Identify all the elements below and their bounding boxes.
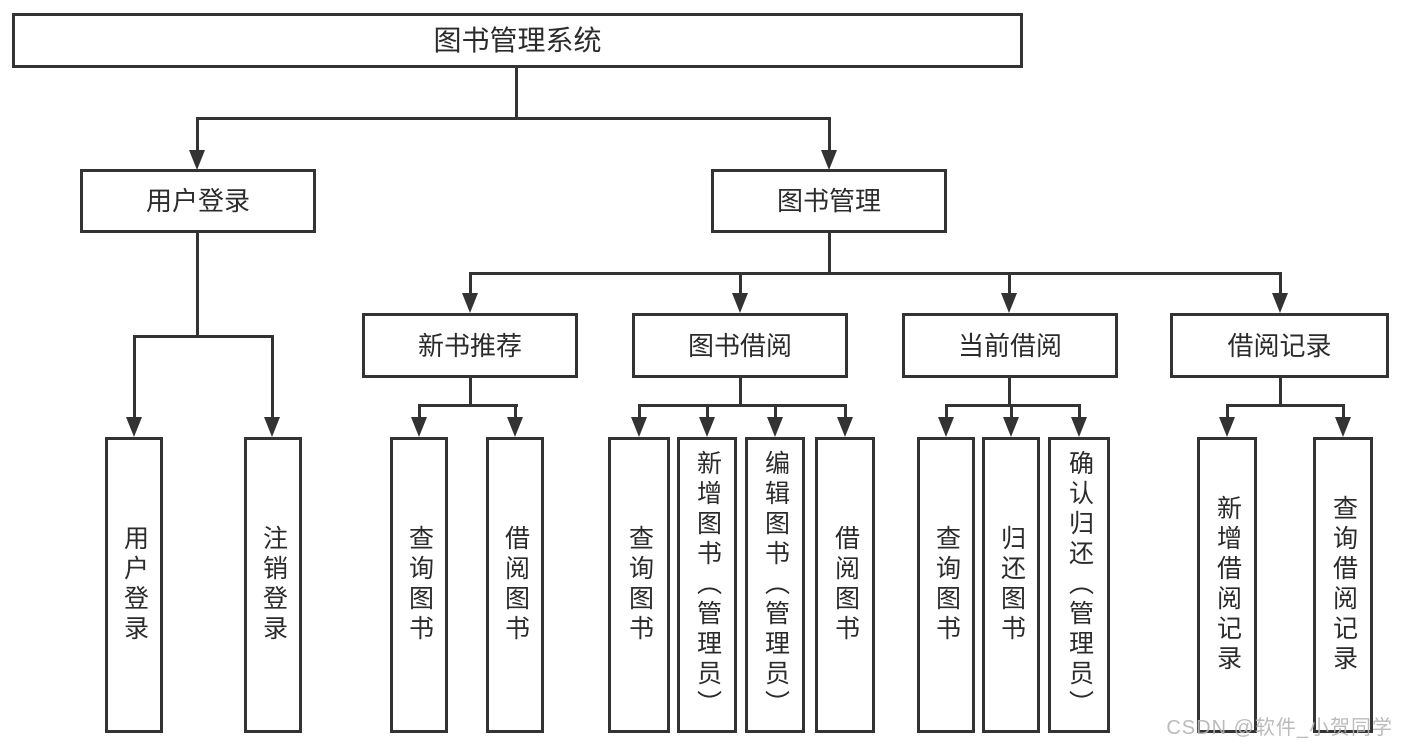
- node-borrow-record: 借阅记录: [1170, 313, 1389, 378]
- leaf-user-login: 用户登录: [105, 437, 163, 733]
- connector-line: [1341, 404, 1345, 418]
- leaf-add-books-admin: 新增图书（管理员）: [677, 437, 737, 733]
- connector-line: [637, 404, 641, 418]
- arrow-down-icon: [462, 293, 478, 313]
- node-user-login: 用户登录: [80, 169, 316, 233]
- arrow-down-icon: [507, 417, 523, 437]
- node-book-borrow: 图书借阅: [632, 313, 848, 378]
- connector-line: [195, 117, 199, 151]
- node-label: 图书借阅: [687, 330, 792, 361]
- node-label: 借阅图书: [501, 525, 530, 645]
- connector-line: [827, 233, 831, 275]
- connector-line: [773, 404, 777, 418]
- node-label: 注销登录: [259, 525, 288, 645]
- arrow-down-icon: [837, 417, 853, 437]
- leaf-borrow-books-2: 借阅图书: [815, 437, 875, 733]
- arrow-down-icon: [1003, 417, 1019, 437]
- connector-line: [417, 404, 518, 407]
- node-label: 查询图书: [932, 525, 961, 645]
- node-book-management: 图书管理: [711, 169, 947, 233]
- connector-line: [417, 404, 421, 418]
- node-label: 编辑图书（管理员）: [761, 450, 790, 720]
- connector-line: [738, 378, 742, 407]
- leaf-query-books-3: 查询图书: [917, 437, 975, 733]
- node-label: 查询图书: [405, 525, 434, 645]
- leaf-query-books-2: 查询图书: [608, 437, 670, 733]
- connector-line: [132, 335, 274, 338]
- leaf-query-books-1: 查询图书: [390, 437, 448, 733]
- node-library-system: 图书管理系统: [12, 13, 1023, 68]
- node-label: 新增借阅记录: [1213, 495, 1242, 675]
- arrow-down-icon: [699, 417, 715, 437]
- arrow-down-icon: [732, 293, 748, 313]
- arrow-down-icon: [189, 150, 205, 170]
- connector-line: [1007, 272, 1011, 294]
- node-label: 归还图书: [997, 525, 1026, 645]
- connector-line: [1278, 272, 1282, 294]
- node-label: 图书管理: [776, 186, 881, 216]
- connector-line: [195, 117, 831, 120]
- connector-line: [132, 335, 136, 418]
- connector-line: [514, 68, 518, 120]
- node-label: 查询图书: [625, 525, 654, 645]
- arrow-down-icon: [411, 417, 427, 437]
- connector-line: [1077, 404, 1081, 418]
- node-label: 新书推荐: [417, 330, 522, 361]
- arrow-down-icon: [1272, 293, 1288, 313]
- node-label: 用户登录: [145, 186, 250, 216]
- node-new-book-recommend: 新书推荐: [362, 313, 578, 378]
- arrow-down-icon: [1001, 293, 1017, 313]
- connector-line: [468, 378, 472, 407]
- node-label: 新增图书（管理员）: [693, 450, 722, 720]
- arrow-down-icon: [938, 417, 954, 437]
- arrow-down-icon: [126, 417, 142, 437]
- node-label: 查询借阅记录: [1329, 495, 1358, 675]
- leaf-logout: 注销登录: [244, 437, 302, 733]
- connector-line: [637, 404, 847, 407]
- leaf-edit-books-admin: 编辑图书（管理员）: [745, 437, 805, 733]
- connector-line: [513, 404, 517, 418]
- node-label: 借阅图书: [831, 525, 860, 645]
- connector-line: [827, 117, 831, 151]
- arrow-down-icon: [1071, 417, 1087, 437]
- arrow-down-icon: [1219, 417, 1235, 437]
- connector-line: [1225, 404, 1229, 418]
- node-label: 确认归还（管理员）: [1065, 450, 1094, 720]
- leaf-borrow-books-1: 借阅图书: [486, 437, 544, 733]
- connector-line: [944, 404, 948, 418]
- leaf-add-borrow-record: 新增借阅记录: [1197, 437, 1257, 733]
- connector-line: [705, 404, 709, 418]
- arrow-down-icon: [264, 417, 280, 437]
- connector-line: [843, 404, 847, 418]
- connector-line: [738, 272, 742, 294]
- leaf-confirm-return-admin: 确认归还（管理员）: [1048, 437, 1110, 733]
- node-current-borrow: 当前借阅: [902, 313, 1118, 378]
- arrow-down-icon: [767, 417, 783, 437]
- node-label: 图书管理系统: [433, 24, 602, 56]
- connector-line: [1007, 378, 1011, 407]
- leaf-query-borrow-record: 查询借阅记录: [1313, 437, 1373, 733]
- arrow-down-icon: [1335, 417, 1351, 437]
- connector-line: [195, 233, 199, 338]
- connector-line: [1278, 378, 1282, 407]
- connector-line: [468, 272, 1282, 275]
- node-label: 借阅记录: [1227, 330, 1332, 361]
- arrow-down-icon: [631, 417, 647, 437]
- connector-line: [1225, 404, 1345, 407]
- connector-line: [270, 335, 274, 418]
- connector-line: [1009, 404, 1013, 418]
- arrow-down-icon: [821, 150, 837, 170]
- node-label: 用户登录: [120, 525, 149, 645]
- connector-line: [944, 404, 1081, 407]
- leaf-return-books: 归还图书: [982, 437, 1040, 733]
- connector-line: [468, 272, 472, 294]
- node-label: 当前借阅: [957, 330, 1062, 361]
- csdn-watermark: CSDN @软件_小贺同学: [1166, 717, 1393, 739]
